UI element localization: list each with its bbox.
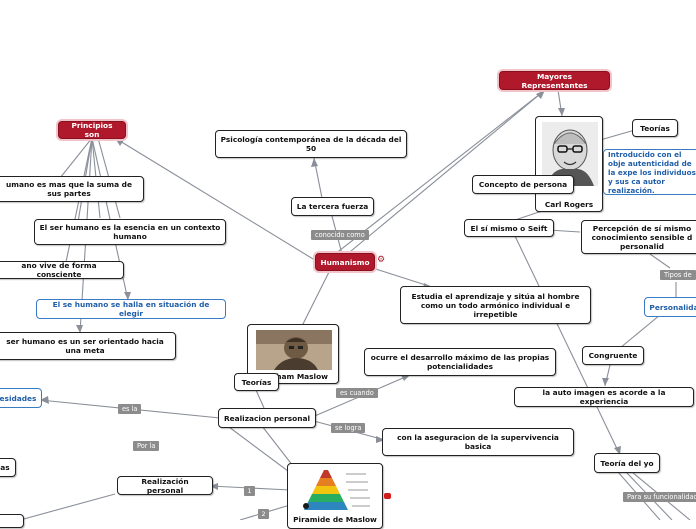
maslow-node[interactable]: ham Maslow bbox=[247, 324, 339, 384]
necesidades-node[interactable]: esidades bbox=[0, 388, 42, 408]
teorias-maslow-node[interactable]: Teorías bbox=[234, 373, 279, 391]
mayores-node[interactable]: Mayores Representantes bbox=[499, 71, 610, 90]
principio-5[interactable]: ser humano es un ser orientado hacia una… bbox=[0, 332, 176, 360]
small-edge-node[interactable] bbox=[0, 514, 24, 528]
teorias-rogers-node[interactable]: Teorías bbox=[632, 119, 678, 137]
maslow-photo-icon bbox=[256, 330, 332, 370]
principio-1[interactable]: umano es mas que la suma de sus partes bbox=[0, 176, 144, 202]
carl-rogers-caption: Carl Rogers bbox=[544, 200, 594, 209]
congruente-node[interactable]: Congruente bbox=[582, 346, 644, 365]
link-icon: ⚙ bbox=[377, 255, 386, 265]
root-node[interactable]: Humanismo bbox=[315, 253, 375, 271]
percepcion-node[interactable]: Percepción de sí mismo conocimiento sens… bbox=[581, 220, 696, 254]
label-es-cuando: es cuando bbox=[336, 388, 378, 398]
ocurre-node[interactable]: ocurre el desarrollo máximo de las propi… bbox=[364, 348, 556, 376]
maslow-caption: ham Maslow bbox=[276, 372, 328, 381]
realizacion-personal-node[interactable]: Realizacion personal bbox=[218, 408, 316, 428]
label-conocido-como: conocido como bbox=[311, 230, 369, 240]
label-por-la: Por la bbox=[133, 441, 160, 451]
as-node[interactable]: as bbox=[0, 458, 16, 477]
red-dot-icon bbox=[384, 493, 391, 499]
label-para-su-funcionalidad: Para su funcionalidad bbox=[623, 492, 696, 502]
carl-rogers-node[interactable]: Carl Rogers bbox=[535, 116, 603, 212]
principios-node[interactable]: Principios son bbox=[58, 121, 126, 139]
psicologia-node[interactable]: Psicología contemporánea de la década de… bbox=[215, 130, 407, 158]
label-tipos-de: Tipos de bbox=[660, 270, 696, 280]
concepto-persona-node[interactable]: Concepto de persona bbox=[472, 175, 574, 194]
principio-3[interactable]: ano vive de forma consciente bbox=[0, 261, 124, 279]
badge-1: 1 bbox=[244, 486, 255, 496]
tercera-fuerza-node[interactable]: La tercera fuerza bbox=[291, 197, 374, 216]
realizacion-personal-2-node[interactable]: Realización personal bbox=[117, 476, 213, 495]
principio-4[interactable]: El se humano se halla en situación de el… bbox=[36, 299, 226, 319]
estudia-node[interactable]: Estudia el aprendizaje y sitúa al hombre… bbox=[400, 286, 591, 324]
piramide-maslow-node[interactable]: Piramide de Maslow bbox=[287, 463, 383, 529]
autoimagen-node[interactable]: la auto imagen es acorde a la experienci… bbox=[514, 387, 694, 407]
label-es-la: es la bbox=[118, 404, 142, 414]
pyramid-icon bbox=[303, 470, 370, 510]
personalidad-node[interactable]: Personalida bbox=[644, 297, 696, 317]
badge-2: 2 bbox=[258, 509, 269, 519]
aseguracion-node[interactable]: con la aseguracion de la supervivencia b… bbox=[382, 428, 574, 456]
teoria-yo-node[interactable]: Teoría del yo bbox=[594, 453, 660, 473]
label-se-logra: se logra bbox=[331, 423, 366, 433]
si-mismo-node[interactable]: El sí mismo o Seift bbox=[464, 219, 554, 237]
principio-2[interactable]: El ser humano es la esencia en un contex… bbox=[34, 219, 226, 245]
rogers-intro-node[interactable]: Introducido con el obje autenticidad de … bbox=[603, 149, 696, 195]
